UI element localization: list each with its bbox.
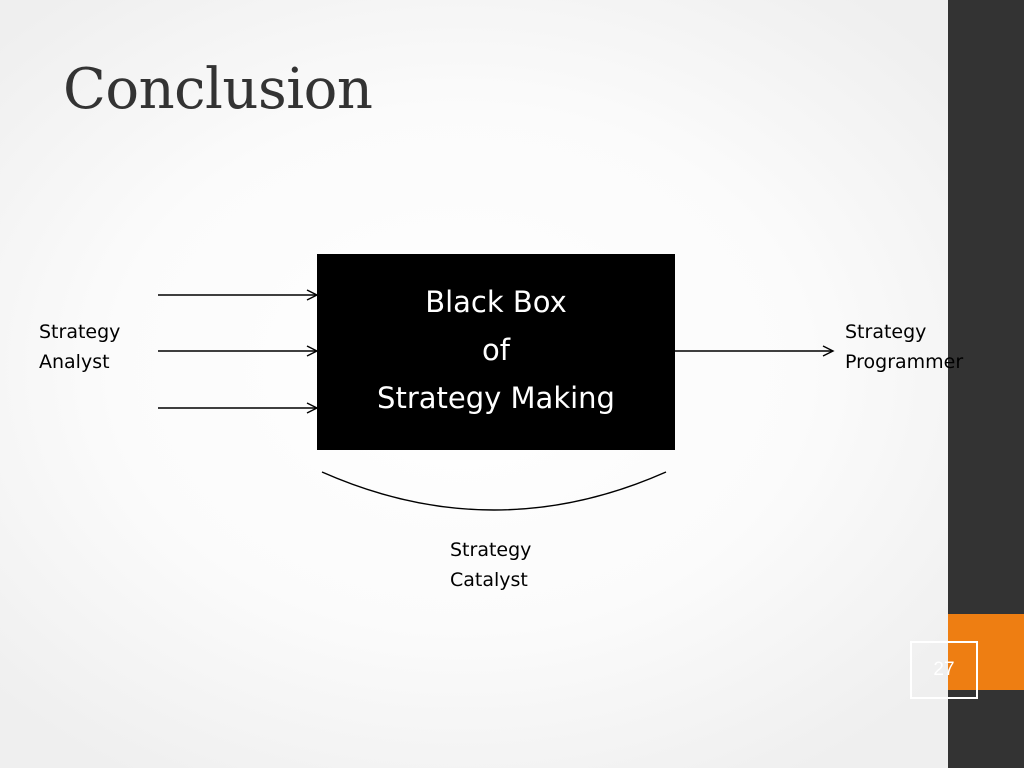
input-arrow-3-head xyxy=(306,402,319,414)
output-arrow-head xyxy=(822,345,835,357)
input-arrow-2-head xyxy=(306,345,319,357)
input-arrow-1-head xyxy=(306,289,319,301)
analyst-label-line-2: Analyst xyxy=(39,351,110,373)
catalyst-label-line-1: Strategy xyxy=(450,539,532,561)
programmer-label-line-1: Strategy xyxy=(845,321,927,343)
catalyst-brace xyxy=(321,471,667,511)
box-text-line-2: of xyxy=(482,333,510,367)
box-text-line-1: Black Box xyxy=(425,285,567,319)
orange-accent-block xyxy=(948,614,1024,690)
analyst-label-line-1: Strategy xyxy=(39,321,121,343)
page-number-frame xyxy=(910,641,978,699)
page-number: 27 xyxy=(933,659,955,680)
slide-title: Conclusion xyxy=(63,57,373,122)
catalyst-label-line-2: Catalyst xyxy=(450,569,528,591)
programmer-label-line-2: Programmer xyxy=(845,351,964,373)
box-text-line-3: Strategy Making xyxy=(377,381,615,415)
black-box xyxy=(317,254,675,450)
